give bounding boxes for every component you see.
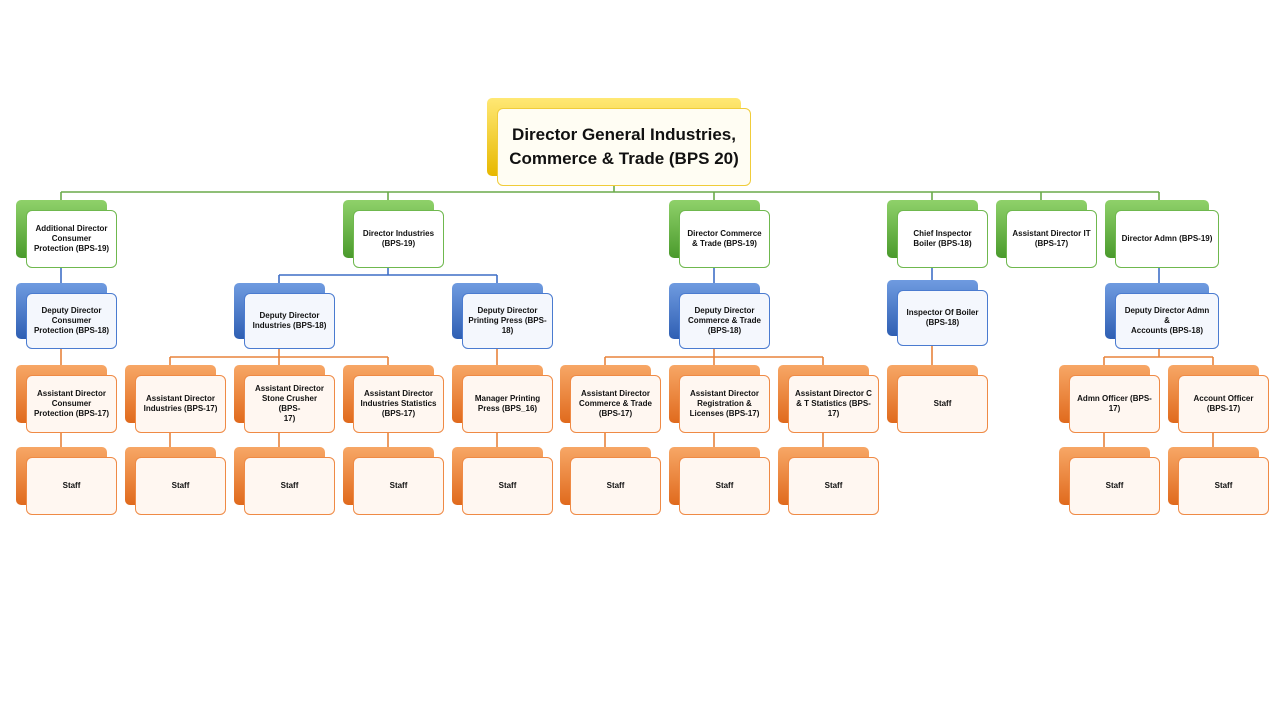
node-staff-boiler: Staff [887, 365, 988, 433]
node-assistant-director-ct-statistics: Assistant Director C & T Statistics (BPS… [778, 365, 879, 433]
node-staff: Staff [669, 447, 770, 515]
node-admn-officer: Admn Officer (BPS- 17) [1059, 365, 1160, 433]
node-deputy-director-admn-accounts: Deputy Director Admn & Accounts (BPS-18) [1105, 283, 1219, 349]
node-assistant-director-commerce-trade: Assistant Director Commerce & Trade (BPS… [560, 365, 661, 433]
node-assistant-director-stone-crusher: Assistant Director Stone Crusher (BPS- 1… [234, 365, 335, 433]
node-staff: Staff [778, 447, 879, 515]
node-inspector-of-boiler: Inspector Of Boiler (BPS-18) [887, 280, 988, 346]
node-staff: Staff [125, 447, 226, 515]
node-staff: Staff [343, 447, 444, 515]
node-director-admn: Director Admn (BPS-19) [1105, 200, 1219, 268]
node-deputy-director-consumer-protection: Deputy Director Consumer Protection (BPS… [16, 283, 117, 349]
node-chief-inspector-boiler: Chief Inspector Boiler (BPS-18) [887, 200, 988, 268]
node-staff: Staff [16, 447, 117, 515]
node-staff: Staff [560, 447, 661, 515]
node-staff: Staff [1059, 447, 1160, 515]
node-staff: Staff [1168, 447, 1269, 515]
node-additional-director-consumer-protection: Additional Director Consumer Protection … [16, 200, 117, 268]
node-director-industries: Director Industries (BPS-19) [343, 200, 444, 268]
node-director-general: Director General Industries, Commerce & … [487, 98, 751, 186]
node-assistant-director-registration-licenses: Assistant Director Registration & Licens… [669, 365, 770, 433]
node-assistant-director-industries-statistics: Assistant Director Industries Statistics… [343, 365, 444, 433]
node-deputy-director-printing-press: Deputy Director Printing Press (BPS- 18) [452, 283, 553, 349]
node-assistant-director-industries: Assistant Director Industries (BPS-17) [125, 365, 226, 433]
node-staff: Staff [234, 447, 335, 515]
node-deputy-director-commerce-trade: Deputy Director Commerce & Trade (BPS-18… [669, 283, 770, 349]
node-director-commerce-trade: Director Commerce & Trade (BPS-19) [669, 200, 770, 268]
node-staff: Staff [452, 447, 553, 515]
node-assistant-director-it: Assistant Director IT (BPS-17) [996, 200, 1097, 268]
node-account-officer: Account Officer (BPS-17) [1168, 365, 1269, 433]
node-deputy-director-industries: Deputy Director Industries (BPS-18) [234, 283, 335, 349]
node-manager-printing-press: Manager Printing Press (BPS_16) [452, 365, 553, 433]
node-assistant-director-consumer-protection: Assistant Director Consumer Protection (… [16, 365, 117, 433]
